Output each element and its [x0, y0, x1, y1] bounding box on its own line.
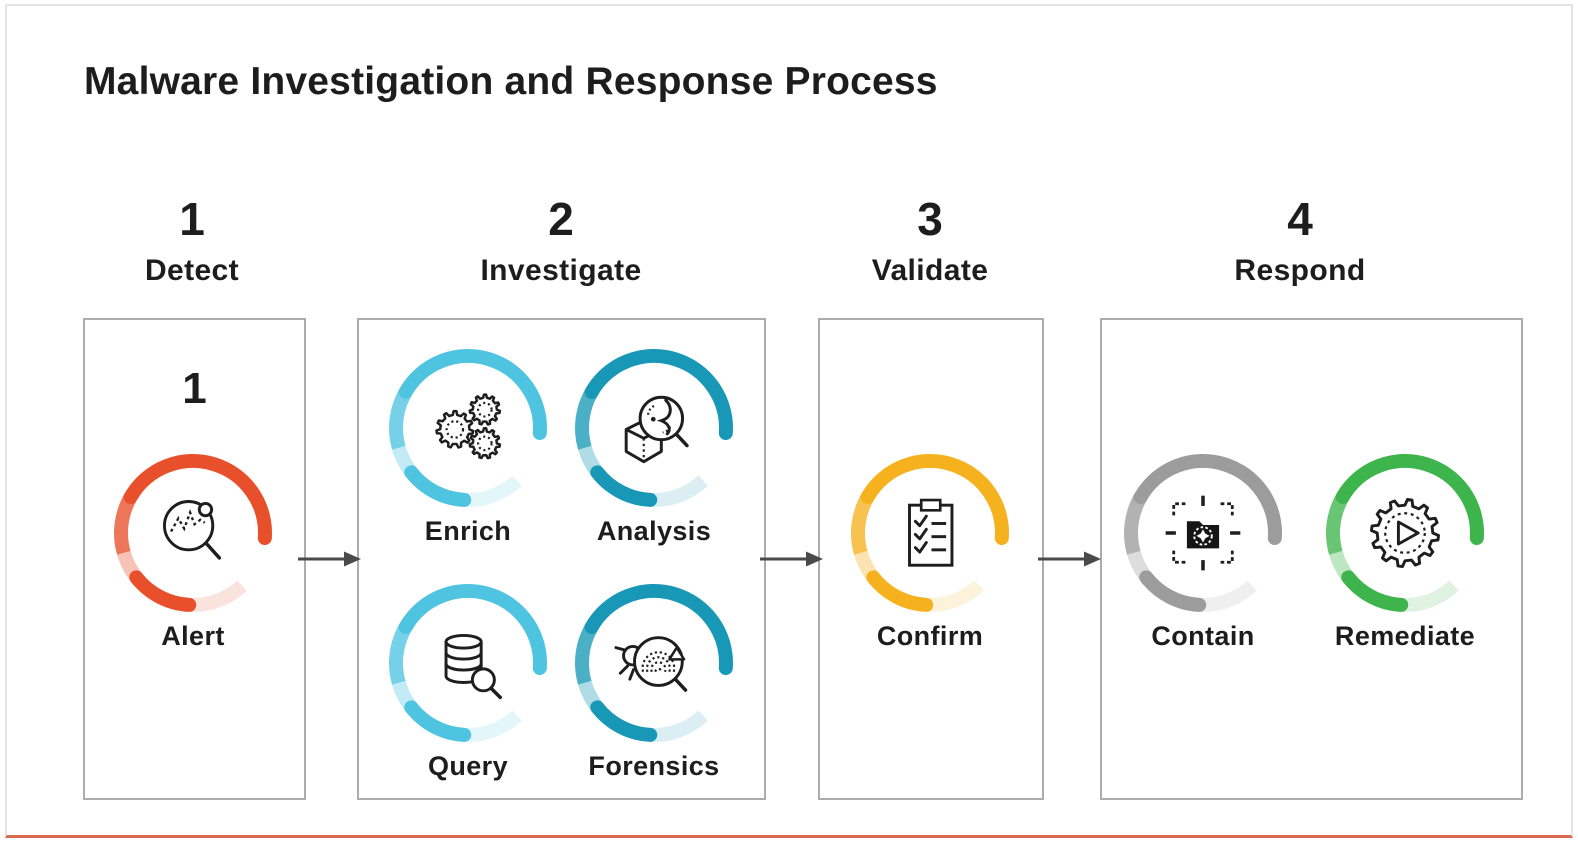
alert-item: Alert [111, 451, 275, 652]
progress-ring [575, 349, 733, 507]
cube-search-icon [613, 387, 695, 469]
step-label: Validate [871, 254, 989, 287]
step-column-validate: 3 Validate [800, 194, 1060, 288]
step-number: 3 [917, 193, 943, 245]
flow-arrow-icon [298, 551, 361, 567]
progress-ring [1326, 454, 1484, 612]
progress-ring [851, 454, 1009, 612]
page-title: Malware Investigation and Response Proce… [84, 60, 938, 103]
target-malware-icon [1162, 492, 1244, 574]
respond-box [1100, 318, 1523, 800]
item-label: Forensics [588, 751, 720, 781]
remediate-item: Remediate [1323, 451, 1487, 652]
query-item: Query [386, 581, 550, 782]
item-label: Analysis [596, 516, 712, 546]
flow-arrow-icon [1038, 551, 1101, 567]
analysis-item: Analysis [572, 346, 736, 547]
gears-icon [427, 387, 509, 469]
item-label: Enrich [424, 516, 512, 546]
contain-item: Contain [1121, 451, 1285, 652]
step-column-investigate: 2 Investigate [431, 194, 691, 288]
item-label: Alert [161, 621, 225, 651]
step-number: 2 [548, 193, 574, 245]
progress-ring [575, 584, 733, 742]
search-activity-icon [152, 492, 234, 574]
progress-ring [389, 584, 547, 742]
step-column-respond: 4 Respond [1170, 194, 1430, 288]
item-label: Confirm [876, 621, 984, 651]
checklist-icon [889, 492, 971, 574]
detect-inner-number: 1 [182, 364, 207, 413]
step-number: 1 [179, 193, 205, 245]
step-number: 4 [1287, 193, 1313, 245]
bug-search-icon [613, 622, 695, 704]
enrich-item: Enrich [386, 346, 550, 547]
progress-ring [389, 349, 547, 507]
item-label: Query [427, 751, 509, 781]
detect-box [83, 318, 306, 800]
item-label: Contain [1151, 621, 1255, 651]
progress-ring [1124, 454, 1282, 612]
forensics-item: Forensics [572, 581, 736, 782]
step-label: Respond [1234, 254, 1366, 287]
progress-ring [114, 454, 272, 612]
step-label: Investigate [480, 254, 642, 287]
step-column-detect: 1 Detect [62, 194, 322, 288]
confirm-item: Confirm [848, 451, 1012, 652]
flow-arrow-icon [760, 551, 823, 567]
step-label: Detect [144, 254, 240, 287]
database-search-icon [427, 622, 509, 704]
item-label: Remediate [1334, 621, 1476, 651]
gear-play-icon [1364, 492, 1446, 574]
